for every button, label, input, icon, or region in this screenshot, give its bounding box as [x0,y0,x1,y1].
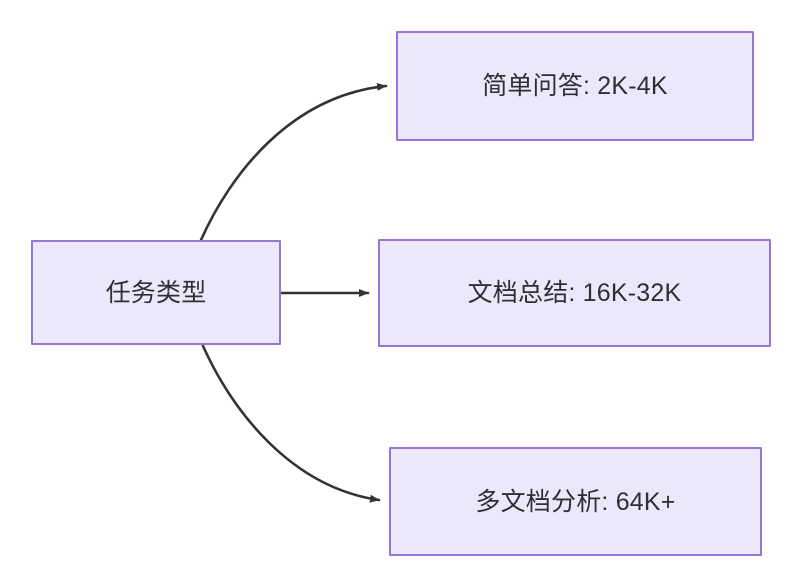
edge-root-to-simple-qa [199,82,388,242]
node-doc-summary-label: 文档总结: 16K-32K [467,279,682,307]
node-doc-summary[interactable]: 文档总结: 16K-32K [378,239,771,347]
node-simple-qa[interactable]: 简单问答: 2K-4K [396,31,754,141]
edge-root-to-multi-doc [201,344,381,503]
node-simple-qa-label: 简单问答: 2K-4K [482,72,668,100]
node-task-type-label: 任务类型 [105,278,207,307]
node-multi-doc[interactable]: 多文档分析: 64K+ [389,447,762,556]
node-multi-doc-label: 多文档分析: 64K+ [475,487,676,516]
node-task-type[interactable]: 任务类型 [31,240,281,345]
